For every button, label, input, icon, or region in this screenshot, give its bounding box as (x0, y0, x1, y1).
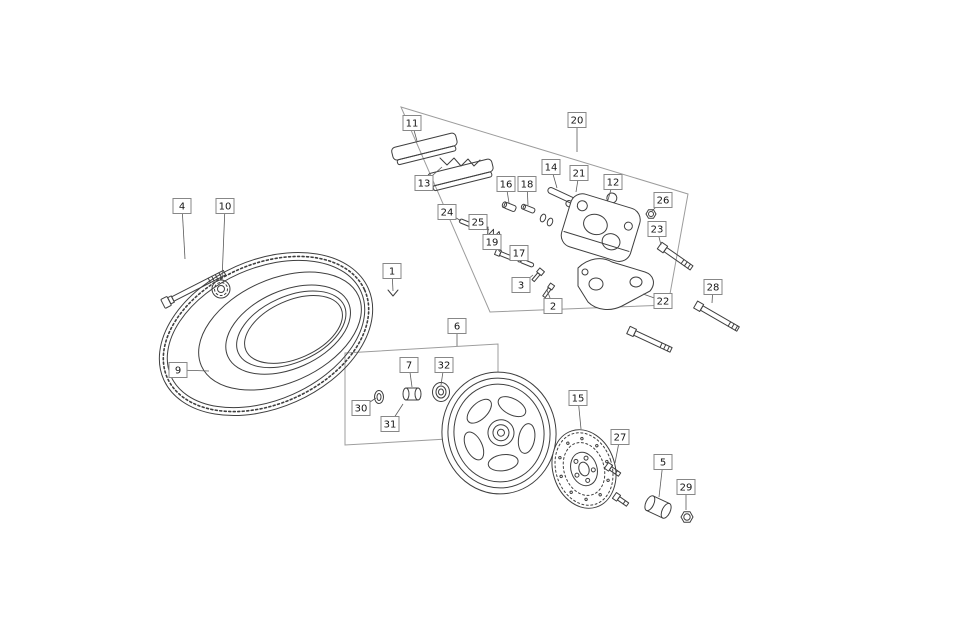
hub-washer (374, 390, 384, 404)
pad-spring (439, 157, 481, 167)
part-label-32: 32 (434, 357, 454, 373)
svg-text:19: 19 (486, 238, 499, 249)
svg-text:16: 16 (500, 180, 513, 191)
spacer-bushing (644, 495, 672, 519)
part-label-12: 12 (603, 174, 623, 190)
axle-lock-washer (211, 279, 231, 299)
part-label-19: 19 (482, 234, 502, 250)
part-label-15: 15 (568, 390, 588, 406)
svg-text:22: 22 (657, 297, 670, 308)
part-label-31: 31 (380, 416, 400, 432)
part-label-25: 25 (468, 214, 488, 230)
svg-text:17: 17 (513, 249, 526, 260)
svg-text:26: 26 (657, 196, 670, 207)
rear-axle (160, 269, 227, 309)
part-label-5: 5 (653, 454, 673, 470)
part-label-17: 17 (509, 245, 529, 261)
svg-text:6: 6 (454, 322, 460, 333)
part-label-26: 26 (653, 192, 673, 208)
svg-text:4: 4 (179, 202, 185, 213)
retaining-clip (387, 289, 399, 297)
part-label-22: 22 (653, 293, 673, 309)
svg-text:14: 14 (545, 163, 558, 174)
svg-text:31: 31 (384, 420, 397, 431)
svg-text:10: 10 (219, 202, 232, 213)
long-bolt (693, 300, 740, 332)
caliper-bolt (656, 241, 694, 271)
part-label-6: 6 (447, 318, 467, 334)
caliper-bracket (577, 258, 654, 310)
svg-text:3: 3 (518, 281, 524, 292)
svg-text:30: 30 (355, 404, 368, 415)
callout-labels-layer: 1234567910111213141516171819202122232425… (168, 112, 723, 510)
part-label-24: 24 (437, 204, 457, 220)
part-label-14: 14 (541, 159, 561, 175)
svg-text:24: 24 (441, 208, 454, 219)
brake-pads (391, 132, 494, 192)
svg-text:12: 12 (607, 178, 620, 189)
rear-wheel (441, 371, 557, 495)
part-label-16: 16 (496, 176, 516, 192)
axle-nut (680, 511, 694, 523)
part-label-29: 29 (676, 479, 696, 495)
svg-text:15: 15 (572, 394, 585, 405)
part-label-20: 20 (567, 112, 587, 128)
svg-text:7: 7 (406, 361, 412, 372)
svg-text:13: 13 (418, 179, 431, 190)
part-label-28: 28 (703, 279, 723, 295)
part-label-7: 7 (399, 357, 419, 373)
svg-text:11: 11 (406, 119, 419, 130)
small-nut (645, 209, 657, 219)
part-label-23: 23 (647, 221, 667, 237)
svg-text:5: 5 (660, 458, 666, 469)
part-label-1: 1 (382, 263, 402, 279)
svg-text:1: 1 (389, 267, 395, 278)
brake-caliper (560, 192, 641, 262)
svg-text:27: 27 (614, 433, 627, 444)
part-label-4: 4 (172, 198, 192, 214)
svg-text:32: 32 (438, 361, 451, 372)
svg-text:21: 21 (573, 169, 586, 180)
disc-screws (603, 462, 630, 507)
mounting-bolt (626, 325, 673, 353)
part-label-21: 21 (569, 165, 589, 181)
svg-text:9: 9 (175, 366, 181, 377)
svg-text:28: 28 (707, 283, 720, 294)
part-label-9: 9 (168, 362, 188, 378)
part-label-30: 30 (351, 400, 371, 416)
part-label-27: 27 (610, 429, 630, 445)
svg-text:20: 20 (571, 116, 584, 127)
svg-text:18: 18 (521, 180, 534, 191)
part-label-2: 2 (543, 298, 563, 314)
part-label-18: 18 (517, 176, 537, 192)
hub-bushing (402, 387, 422, 401)
svg-text:23: 23 (651, 225, 664, 236)
part-label-13: 13 (414, 175, 434, 191)
part-label-3: 3 (511, 277, 531, 293)
leader-line-10 (221, 205, 226, 281)
part-label-10: 10 (215, 198, 235, 214)
part-label-11: 11 (402, 115, 422, 131)
leader-line-4 (181, 205, 186, 260)
svg-text:25: 25 (472, 218, 485, 229)
hub-bearing (432, 382, 450, 402)
svg-text:29: 29 (680, 483, 693, 494)
svg-text:2: 2 (550, 302, 556, 313)
brake-disc (551, 429, 617, 509)
